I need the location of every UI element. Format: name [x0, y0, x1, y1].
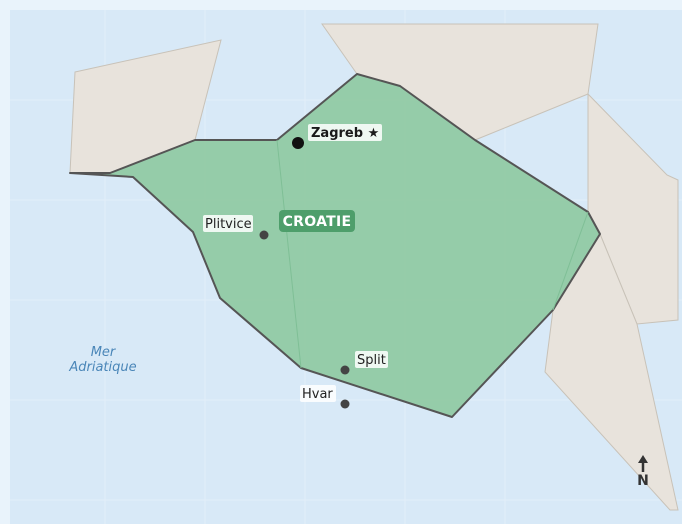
capital-label-bg: [308, 124, 382, 141]
city-label-bg-plitvice: [203, 215, 253, 232]
city-label-plitvice: Plitvice: [205, 217, 252, 232]
sea-label-line2: Adriatique: [68, 360, 136, 375]
city-label-bg-hvar: [300, 385, 336, 402]
country-badge: [279, 210, 355, 232]
sea-label-line1: Mer: [91, 345, 117, 360]
north-arrow-head-icon: [638, 455, 648, 463]
country-label: CROATIE: [283, 214, 352, 230]
city-marker-hvar[interactable]: [340, 399, 350, 409]
city-label-hvar: Hvar: [302, 387, 333, 402]
city-label-bg-split: [355, 351, 388, 368]
city-marker-plitvice[interactable]: [259, 230, 269, 240]
country-croatia-shape[interactable]: [69, 73, 601, 418]
city-marker-split[interactable]: [340, 365, 350, 375]
north-label: N: [637, 473, 649, 489]
north-arrow: N: [637, 455, 649, 489]
capital-marker[interactable]: [292, 137, 304, 149]
country-inner-edge: [276, 139, 302, 369]
capital-label: Zagreb ★: [311, 126, 379, 141]
country-inner-edge-east: [552, 211, 589, 311]
city-label-split: Split: [357, 353, 386, 368]
